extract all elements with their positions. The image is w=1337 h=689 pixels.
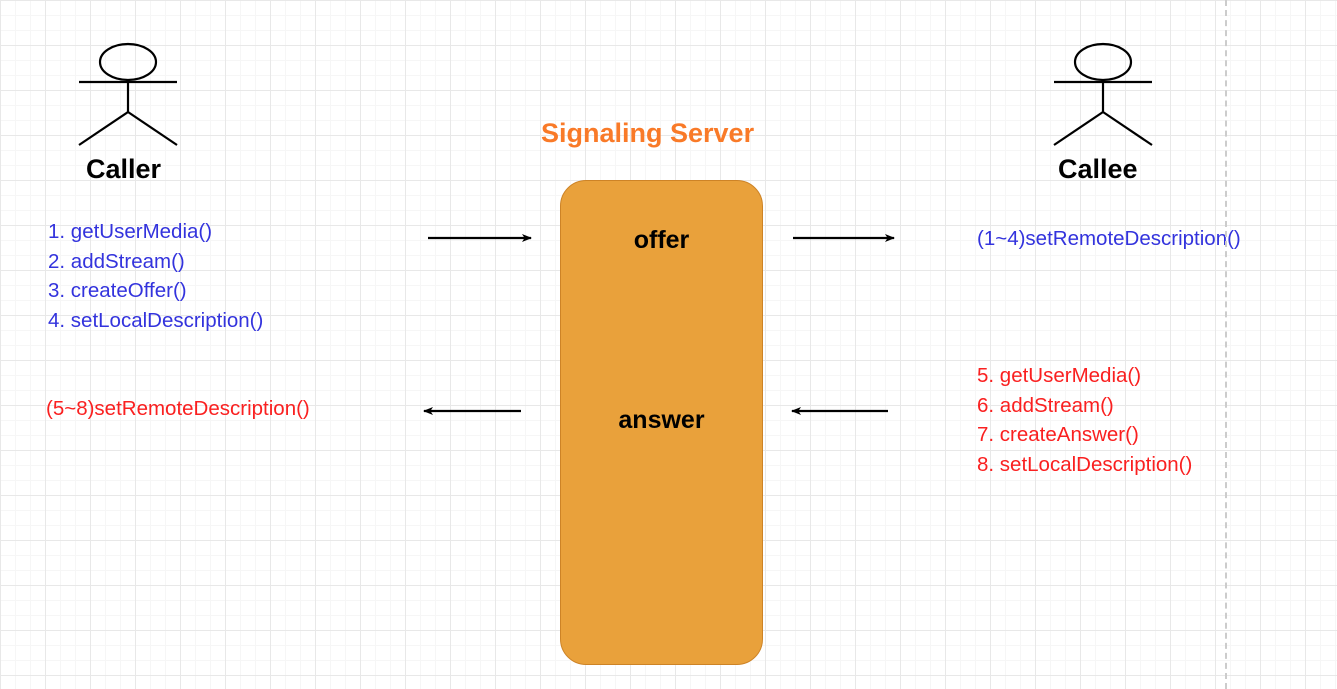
offer-label: offer (633, 226, 690, 254)
list-item: 8. setLocalDescription() (977, 452, 1193, 476)
callee-set-remote-description-note: (1~4)setRemoteDescription() (977, 227, 1241, 250)
caller-label: Caller (86, 154, 162, 184)
list-item: 4. setLocalDescription() (48, 308, 264, 332)
page-boundary-divider (1225, 0, 1227, 689)
signaling-server-title: Signaling Server (541, 118, 755, 148)
list-item: 1. getUserMedia() (48, 220, 213, 243)
list-item: 3. createOffer() (48, 279, 187, 302)
list-item: 5. getUserMedia() (977, 364, 1142, 387)
caller-set-remote-description-note: (5~8)setRemoteDescription() (46, 397, 310, 420)
list-item: 7. createAnswer() (977, 423, 1139, 446)
list-item: 2. addStream() (48, 249, 185, 273)
callee-actor-icon (1053, 42, 1153, 146)
callee-label: Callee (1058, 154, 1138, 184)
caller-steps-list: 1. getUserMedia() 2. addStream() 3. crea… (48, 217, 263, 335)
caller-actor-icon (78, 42, 178, 146)
signaling-server-box[interactable] (560, 180, 763, 665)
list-item: 6. addStream() (977, 393, 1114, 417)
answer-label: answer (618, 406, 705, 434)
callee-steps-list: 5. getUserMedia() 6. addStream() 7. crea… (977, 361, 1192, 479)
